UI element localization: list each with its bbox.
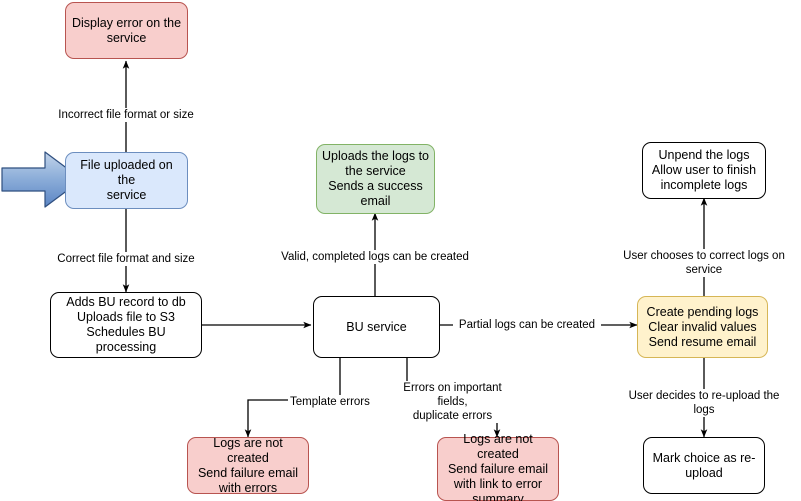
node-uploads-logs[interactable]: Uploads the logs to the service Sends a …: [316, 144, 435, 214]
node-label: Mark choice as re- upload: [652, 450, 756, 480]
node-file-uploaded[interactable]: File uploaded on the service: [65, 152, 188, 209]
node-label: Create pending logs Clear invalid values…: [646, 304, 759, 349]
node-mark-choice-reupload[interactable]: Mark choice as re- upload: [643, 437, 765, 494]
node-label: Uploads the logs to the service Sends a …: [321, 149, 429, 208]
node-create-pending-logs[interactable]: Create pending logs Clear invalid values…: [637, 296, 768, 358]
node-logs-not-created-template[interactable]: Logs are not created Send failure email …: [187, 435, 309, 495]
node-label: Unpend the logs Allow user to finish inc…: [651, 148, 757, 192]
node-label: BU service: [346, 319, 407, 334]
node-label: Logs are not created Send failure email …: [447, 431, 549, 501]
node-display-error[interactable]: Display error on the service: [65, 2, 188, 59]
edge-label-user-corrects: User chooses to correct logs on service: [607, 249, 801, 277]
edge-label-partial-logs: Partial logs can be created: [453, 318, 601, 332]
edge-label-incorrect-format: Incorrect file format or size: [46, 108, 206, 122]
edge-label-important-errors: Errors on important fields, duplicate er…: [390, 381, 515, 423]
node-label: Logs are not created Send failure email …: [197, 435, 299, 495]
node-logs-not-created-summary[interactable]: Logs are not created Send failure email …: [437, 432, 559, 501]
edge-label-correct-format: Correct file format and size: [48, 252, 204, 266]
edge-label-valid-logs: Valid, completed logs can be created: [277, 250, 473, 264]
node-bu-service[interactable]: BU service: [313, 296, 440, 358]
node-unpend-logs[interactable]: Unpend the logs Allow user to finish inc…: [642, 142, 766, 199]
node-label: Display error on the service: [71, 15, 182, 45]
edge-label-template-errors: Template errors: [288, 395, 374, 409]
edge-label-user-reuploads: User decides to re-upload the logs: [617, 389, 791, 417]
node-adds-bu-record[interactable]: Adds BU record to db Uploads file to S3 …: [50, 292, 202, 358]
node-label: Adds BU record to db Uploads file to S3 …: [66, 295, 186, 354]
node-label: File uploaded on the service: [80, 158, 173, 202]
